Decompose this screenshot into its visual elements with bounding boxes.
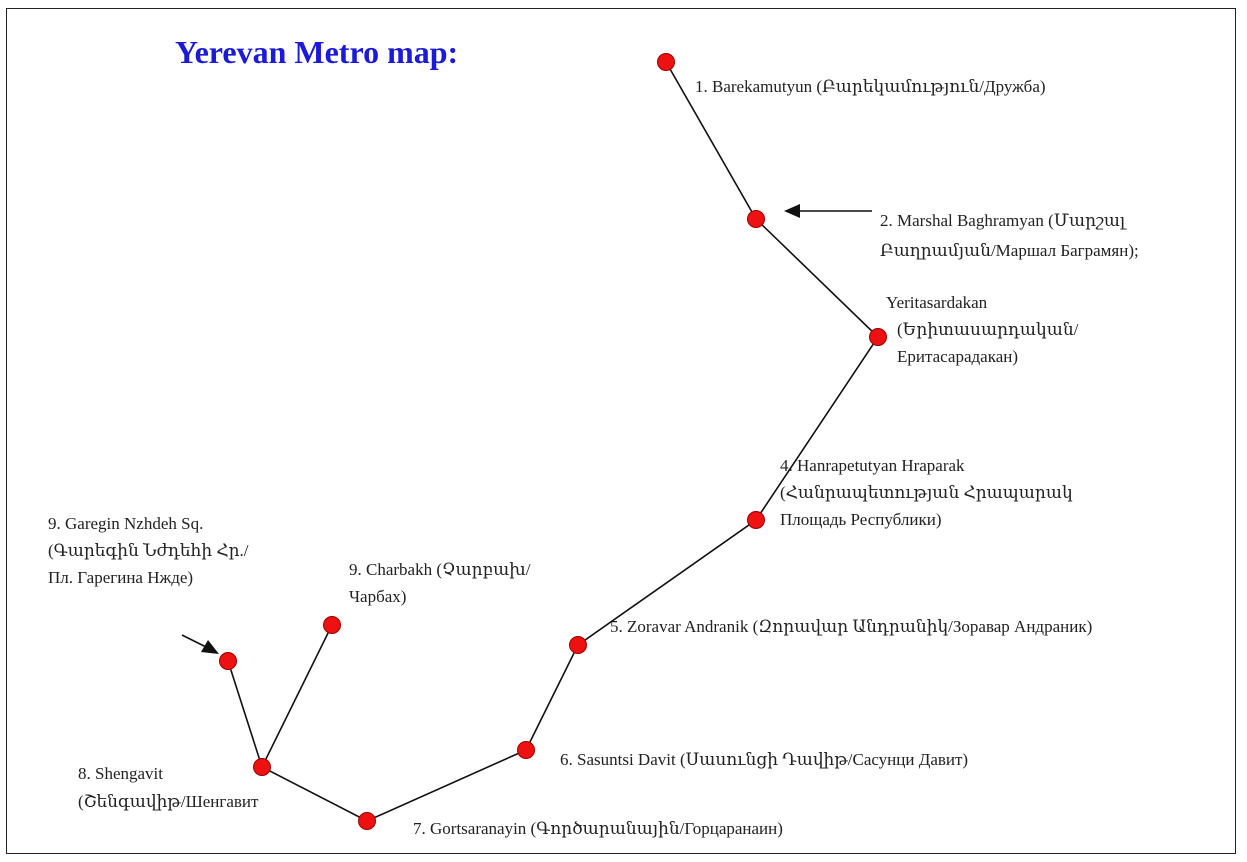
garegin-nzhdeh-arrow: [181, 634, 219, 654]
station-garegin-nzhdeh-marker: [219, 652, 237, 670]
station-shengavit-marker: [253, 758, 271, 776]
station-label-charbakh: 9. Charbakh (Չարբախ/ Чарбах): [349, 560, 535, 606]
station-label-sasuntsi-davit: 6. Sasuntsi Davit (Սասունցի Դավիթ/Сасунц…: [560, 750, 968, 769]
station-label-gortsaranayin: 7. Gortsaranayin (Գործարանային/Горцарана…: [413, 819, 783, 838]
map-frame: [6, 8, 1236, 854]
station-gortsaranayin-marker: [358, 812, 376, 830]
station-sasuntsi-davit-marker: [517, 741, 535, 759]
station-label-shengavit: 8. Shengavit (Շենգավիթ/Шенгавит: [78, 764, 259, 811]
station-label-yeritasardakan: Yeritasardakan (Երիտասարդական/ Еритасара…: [886, 293, 1083, 366]
station-charbakh-marker: [323, 616, 341, 634]
station-marshal-baghramyan-marker: [747, 210, 765, 228]
station-barekamutyun-marker: [657, 53, 675, 71]
station-yeritasardakan-marker: [869, 328, 887, 346]
station-hanrapetutyan-hraparak-marker: [747, 511, 765, 529]
marshal-baghramyan-arrow: [784, 204, 872, 218]
station-label-marshal-baghramyan: 2. Marshal Baghramyan (Մարշալ Բաղրամյան/…: [880, 211, 1139, 260]
station-label-barekamutyun: 1. Barekamutyun (Բարեկամություն/Дружба): [695, 77, 1046, 96]
station-label-hanrapetutyan-hraparak: 4. Hanrapetutyan Hraparak (Հանրապետությա…: [780, 456, 1077, 529]
station-label-garegin-nzhdeh: 9. Garegin Nzhdeh Sq. (Գարեգին Նժդեհի Հր…: [48, 514, 253, 587]
map-title: Yerevan Metro map:: [175, 34, 458, 70]
charbakh-branch-line: [261, 624, 333, 768]
main-metro-line: [227, 61, 880, 822]
station-label-zoravar-andranik: 5. Zoravar Andranik (Զորավար Անդրանիկ/Зо…: [610, 617, 1092, 636]
station-zoravar-andranik-marker: [569, 636, 587, 654]
